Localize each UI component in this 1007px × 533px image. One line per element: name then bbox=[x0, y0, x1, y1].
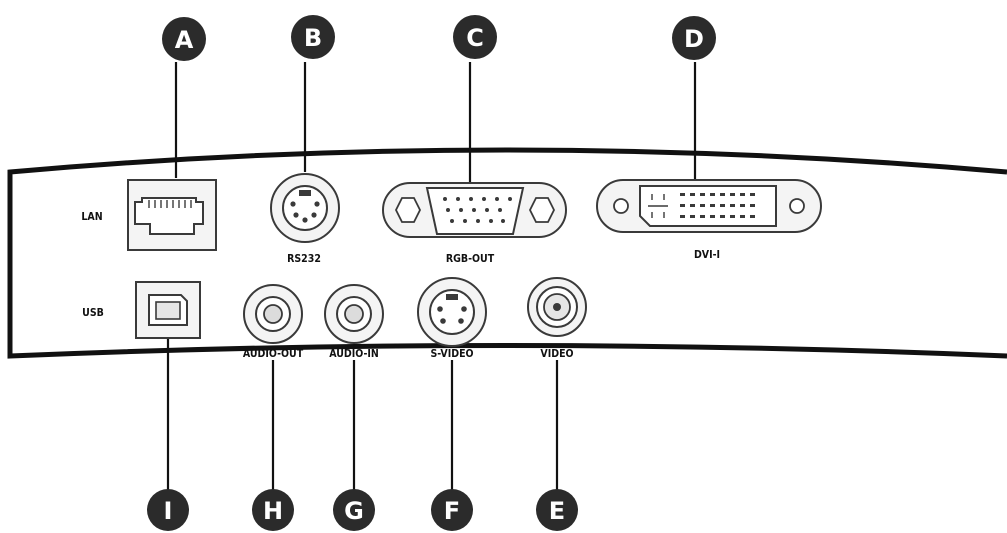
callout-c: C bbox=[453, 15, 497, 59]
usb-label: USB bbox=[82, 307, 104, 319]
svg-text:B: B bbox=[304, 24, 322, 52]
dvi-i-port bbox=[596, 179, 822, 233]
lan-label: LAN bbox=[81, 211, 102, 223]
audio-out-port bbox=[243, 284, 303, 344]
callout-g: G bbox=[333, 489, 375, 531]
dvi-i-label: DVI-I bbox=[694, 249, 720, 261]
video-port bbox=[527, 277, 587, 337]
svg-text:F: F bbox=[444, 497, 460, 525]
usb-port bbox=[135, 281, 201, 339]
svg-text:A: A bbox=[175, 26, 194, 54]
audio-in-label: AUDIO-IN bbox=[329, 348, 379, 360]
audio-in-port bbox=[324, 284, 384, 344]
s-video-port bbox=[417, 277, 487, 347]
panel-outline bbox=[7, 147, 1007, 359]
leader-lines bbox=[166, 62, 697, 492]
callout-b: B bbox=[291, 15, 335, 59]
svg-text:H: H bbox=[263, 497, 283, 525]
svg-text:I: I bbox=[164, 497, 173, 525]
video-label: VIDEO bbox=[540, 348, 573, 360]
lan-port bbox=[127, 179, 217, 251]
rgb-out-port bbox=[382, 182, 567, 238]
callout-e: E bbox=[536, 489, 578, 531]
callout-i: I bbox=[147, 489, 189, 531]
svg-text:G: G bbox=[344, 497, 364, 525]
svg-text:C: C bbox=[466, 24, 484, 52]
svg-text:D: D bbox=[684, 25, 704, 53]
callout-a: A bbox=[162, 17, 206, 61]
s-video-label: S-VIDEO bbox=[430, 348, 473, 360]
rgb-out-label: RGB-OUT bbox=[446, 253, 495, 265]
audio-out-label: AUDIO-OUT bbox=[243, 348, 304, 360]
rs232-port bbox=[270, 173, 340, 243]
callout-d: D bbox=[672, 16, 716, 60]
callout-h: H bbox=[252, 489, 294, 531]
svg-text:E: E bbox=[549, 497, 565, 525]
rs232-label: RS232 bbox=[287, 253, 321, 265]
callout-f: F bbox=[431, 489, 473, 531]
